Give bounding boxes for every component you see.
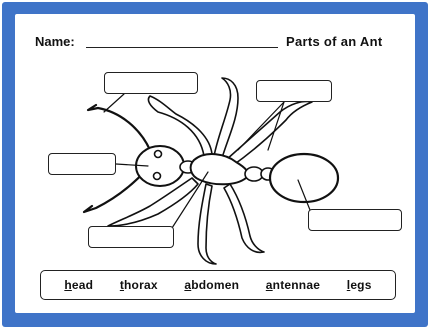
ant-abdomen — [268, 152, 340, 204]
word-bank-initial: a — [184, 278, 192, 292]
ant-antenna-upper — [86, 103, 152, 152]
word-bank-rest: horax — [124, 278, 158, 292]
pointer-line-legs-2 — [267, 101, 285, 151]
word-bank-rest: ntennae — [272, 278, 321, 292]
worksheet-title: Parts of an Ant — [286, 34, 383, 49]
answer-box-4[interactable] — [308, 209, 402, 231]
name-line[interactable] — [86, 47, 278, 48]
ant-leg-6 — [223, 183, 265, 254]
ant-leg-2 — [213, 77, 239, 159]
word-bank-rest: ead — [71, 278, 94, 292]
answer-box-3[interactable] — [48, 153, 116, 175]
word-bank-initial: l — [346, 278, 351, 292]
pointer-line-antenna — [103, 93, 125, 113]
ant-leg-3 — [225, 100, 313, 167]
pointer-line-thorax — [171, 171, 209, 229]
answer-box-5[interactable] — [88, 226, 174, 248]
ant-leg-1 — [147, 95, 213, 157]
pointer-line-head — [115, 163, 149, 167]
pointer-line-legs-1 — [237, 101, 285, 151]
word-bank-item: antennae — [266, 278, 320, 292]
ant-leg-5 — [197, 183, 217, 265]
word-bank-item: abdomen — [184, 278, 239, 292]
word-bank-initial: h — [64, 278, 72, 292]
word-bank-rest: bdomen — [191, 278, 240, 292]
ant-eye-upper — [153, 149, 163, 159]
word-bank-rest: egs — [350, 278, 372, 292]
ant-eye-lower — [152, 171, 162, 181]
ant-leg-4 — [107, 177, 199, 227]
word-bank-item: thorax — [120, 278, 158, 292]
answer-box-1[interactable] — [104, 72, 198, 94]
name-label: Name: — [35, 34, 75, 49]
word-bank: head thorax abdomen antennae legs — [40, 270, 396, 300]
word-bank-initial: a — [265, 278, 273, 292]
pointer-line-abdomen — [297, 179, 311, 211]
word-bank-initial: t — [119, 278, 125, 292]
word-bank-item: legs — [347, 278, 372, 292]
word-bank-item: head — [64, 278, 93, 292]
answer-box-2[interactable] — [256, 80, 332, 102]
